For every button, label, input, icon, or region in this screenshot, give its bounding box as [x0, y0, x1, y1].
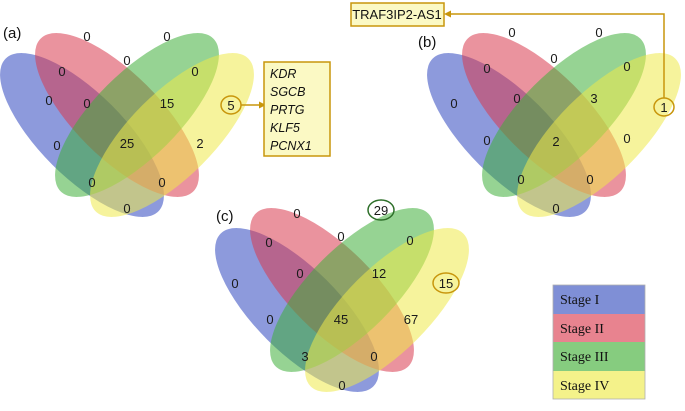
region-stage-i-ii: 0: [58, 64, 65, 79]
panel-label-c: (c): [216, 208, 234, 225]
region-only-stage-i: 0: [45, 93, 52, 108]
venn-ellipses: [190, 183, 494, 411]
legend-swatch-stage-iii: [553, 342, 645, 371]
region-only-stage-iv: 5: [227, 98, 234, 113]
region-stage-i-iv: 0: [552, 201, 559, 216]
region-only-stage-iii: 0: [163, 29, 170, 44]
region-stage-i-iii: 0: [266, 312, 273, 327]
legend-swatch-stage-ii: [553, 314, 645, 342]
arrow-head-icon: [444, 10, 451, 18]
venn-ellipses: [0, 8, 279, 242]
region-stage-ii-iv: 67: [404, 312, 418, 327]
region-only-stage-i: 0: [231, 276, 238, 291]
region-stage-i-iv: 0: [123, 201, 130, 216]
region-stage-i-ii-iii: 0: [513, 91, 520, 106]
region-stage-ii-iii-iv: 15: [160, 96, 174, 111]
region-stage-i-ii-iv: 3: [301, 349, 308, 364]
region-stage-i-iv: 0: [338, 378, 345, 393]
legend-label-stage-ii: Stage II: [560, 322, 604, 337]
legend-label-stage-iv: Stage IV: [560, 379, 609, 394]
legend-label-stage-iii: Stage III: [560, 350, 609, 365]
region-stage-i-iii: 0: [483, 133, 490, 148]
region-stage-ii-iii-iv: 12: [372, 266, 386, 281]
gene-name: PCNX1: [270, 139, 312, 153]
region-only-stage-ii: 0: [293, 206, 300, 221]
region-stage-ii-iv: 2: [196, 136, 203, 151]
region-only-stage-i: 0: [450, 96, 457, 111]
gene-name: PRTG: [270, 103, 305, 117]
region-stage-i-iii-iv: 0: [158, 175, 165, 190]
region-only-stage-iii: 0: [595, 25, 602, 40]
region-stage-i-ii-iii: 0: [296, 266, 303, 281]
region-stage-i-ii-iv: 0: [88, 175, 95, 190]
venn-panel-b: 0 0 0 0 0 0 0 3 0 2 0 0 0 0 1: [402, 8, 685, 242]
region-only-stage-iv: 15: [439, 276, 453, 291]
region-stage-iii-iv: 0: [623, 59, 630, 74]
legend-border: [552, 284, 646, 400]
legend-label-stage-i: Stage I: [560, 293, 600, 308]
gene-name: SGCB: [270, 85, 305, 99]
region-stage-ii-iii: 0: [550, 51, 557, 66]
region-stage-ii-iii: 0: [123, 53, 130, 68]
region-stage-ii-iii: 0: [337, 229, 344, 244]
panel-label-a: (a): [3, 25, 21, 42]
arrow-head-icon: [259, 101, 266, 109]
gene-name: KLF5: [270, 121, 300, 135]
region-stage-ii-iv: 0: [623, 131, 630, 146]
region-all-stages: 2: [552, 134, 559, 149]
legend: Stage I Stage II Stage III Stage IV: [552, 284, 646, 400]
legend-swatch-stage-iv: [553, 371, 645, 399]
region-only-stage-ii: 0: [508, 25, 515, 40]
panel-label-b: (b): [418, 34, 436, 51]
venn-panel-c: 0 0 0 0 0 0 12 0 45 67 3 0 0 29 15: [190, 183, 494, 411]
region-stage-i-iii: 0: [53, 138, 60, 153]
region-all-stages: 45: [334, 312, 348, 327]
gene-name: KDR: [270, 67, 296, 81]
gene-list-box: [263, 61, 331, 157]
legend-swatch-stage-i: [553, 285, 645, 314]
region-only-stage-iii: 29: [374, 203, 388, 218]
gene-label-box: [350, 2, 445, 27]
region-stage-i-ii-iii: 0: [83, 96, 90, 111]
region-stage-i-ii-iv: 0: [517, 172, 524, 187]
region-only-stage-ii: 0: [83, 29, 90, 44]
region-stage-i-iii-iv: 0: [586, 172, 593, 187]
highlight-circle: [432, 272, 460, 294]
region-only-stage-iv: 1: [660, 100, 667, 115]
region-all-stages: 25: [120, 136, 134, 151]
region-stage-iii-iv: 0: [406, 233, 413, 248]
gene-name: TRAF3IP2-AS1: [352, 7, 442, 22]
region-stage-iii-iv: 0: [191, 64, 198, 79]
region-stage-ii-iii-iv: 3: [590, 91, 597, 106]
highlight-circle: [367, 199, 395, 221]
region-stage-i-iii-iv: 0: [370, 349, 377, 364]
callout-connector: [449, 13, 665, 98]
venn-panel-a: 0 0 0 0 0 0 0 15 0 25 2 0 0 0 5: [0, 8, 279, 242]
region-stage-i-ii: 0: [265, 235, 272, 250]
venn-ellipses: [402, 8, 685, 242]
region-stage-i-ii: 0: [483, 61, 490, 76]
